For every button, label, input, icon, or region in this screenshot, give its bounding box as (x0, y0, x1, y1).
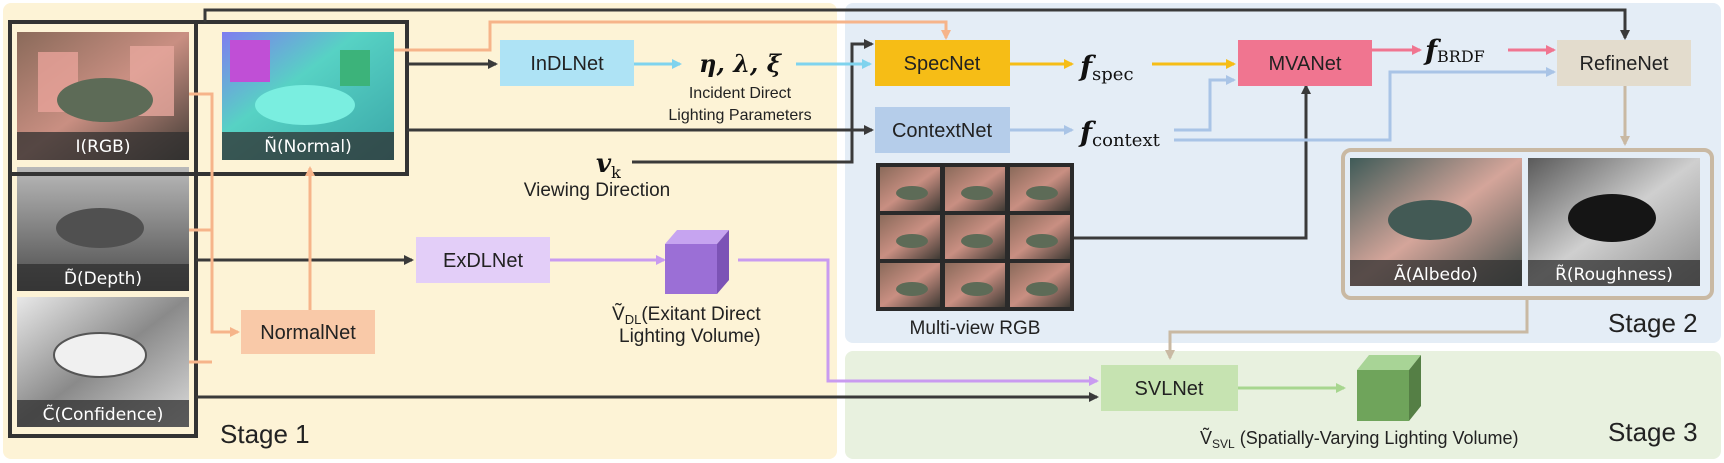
input-depth-caption: D̃(Depth) (64, 268, 142, 289)
vdl-label-line1: ṼDL(Exitant Direct (612, 303, 761, 327)
multiview-label: Multi-view RGB (910, 318, 1041, 339)
mvanet-label: MVANet (1269, 53, 1342, 75)
arrow-fcontext-to-refinenet (1174, 67, 1556, 142)
incident-params-line1: Incident Direct (689, 85, 792, 102)
stage3-region (845, 351, 1721, 459)
input-confidence-thumbnail: C̃(Confidence) (17, 297, 189, 427)
f-brdf-label: fBRDF (1423, 34, 1485, 67)
f-context-label: fcontext (1078, 116, 1161, 151)
arrow-fcontext-to-mvanet (1174, 75, 1236, 132)
specnet-node: SpecNet (875, 40, 1010, 86)
multiview-rgb-grid (876, 163, 1074, 311)
specnet-label: SpecNet (904, 53, 981, 75)
arrow-volume-to-svlnet (738, 258, 1099, 386)
exitant-volume-cube-icon (665, 230, 729, 294)
refinenet-label: RefineNet (1580, 53, 1669, 75)
input-rgb-caption: I(RGB) (76, 137, 131, 157)
input-normal-caption: Ñ(Normal) (264, 135, 352, 157)
arrow-outputs-to-svlnet (1165, 300, 1529, 360)
input-confidence-caption: C̃(Confidence) (43, 404, 164, 425)
arrow-multiview-to-mvanet (1074, 84, 1311, 240)
viewing-direction-text: Viewing Direction (524, 180, 670, 201)
normalnet-label: NormalNet (260, 322, 356, 344)
incident-params-symbols: η, λ, ξ (699, 49, 783, 78)
stage2-label: Stage 2 (1608, 308, 1698, 338)
vsvl-label: ṼSVL (Spatially-Varying Lighting Volume… (1200, 427, 1519, 451)
svlnet-node: SVLNet (1101, 365, 1238, 411)
contextnet-label: ContextNet (892, 120, 992, 142)
roughness-caption: R̃(Roughness) (1555, 264, 1673, 285)
arrow-normal-to-specnet (394, 20, 951, 52)
normalnet-node: NormalNet (241, 310, 375, 354)
exdlnet-node: ExDLNet (416, 237, 550, 283)
exdlnet-label: ExDLNet (443, 250, 523, 272)
albedo-caption: Ã(Albedo) (1394, 263, 1478, 285)
input-rgb-thumbnail: I(RGB) (17, 32, 189, 160)
input-depth-thumbnail: D̃(Depth) (17, 167, 189, 291)
stage1-label: Stage 1 (220, 419, 310, 449)
mvanet-node: MVANet (1238, 40, 1372, 86)
contextnet-node: ContextNet (875, 107, 1010, 153)
svlnet-label: SVLNet (1135, 378, 1204, 400)
viewing-direction-symbol: vk (596, 149, 621, 182)
input-normal-thumbnail: Ñ(Normal) (222, 32, 394, 160)
outputs-frame (1341, 148, 1714, 300)
incident-params-line2: Lighting Parameters (668, 107, 811, 124)
albedo-output-thumbnail: Ã(Albedo) (1350, 158, 1522, 286)
refinenet-node: RefineNet (1557, 40, 1691, 86)
arrow-to-refinenet (203, 8, 1630, 40)
roughness-output-thumbnail: R̃(Roughness) (1528, 158, 1700, 286)
vdl-label-line2: Lighting Volume) (619, 326, 761, 347)
arrow-inputs-to-normalnet (189, 92, 240, 337)
indlnet-label: InDLNet (530, 53, 604, 75)
stage3-label: Stage 3 (1608, 417, 1698, 447)
svl-volume-cube-icon (1357, 355, 1421, 421)
indlnet-node: InDLNet (500, 40, 634, 86)
arrow-viewing-to-specnet (632, 39, 874, 164)
